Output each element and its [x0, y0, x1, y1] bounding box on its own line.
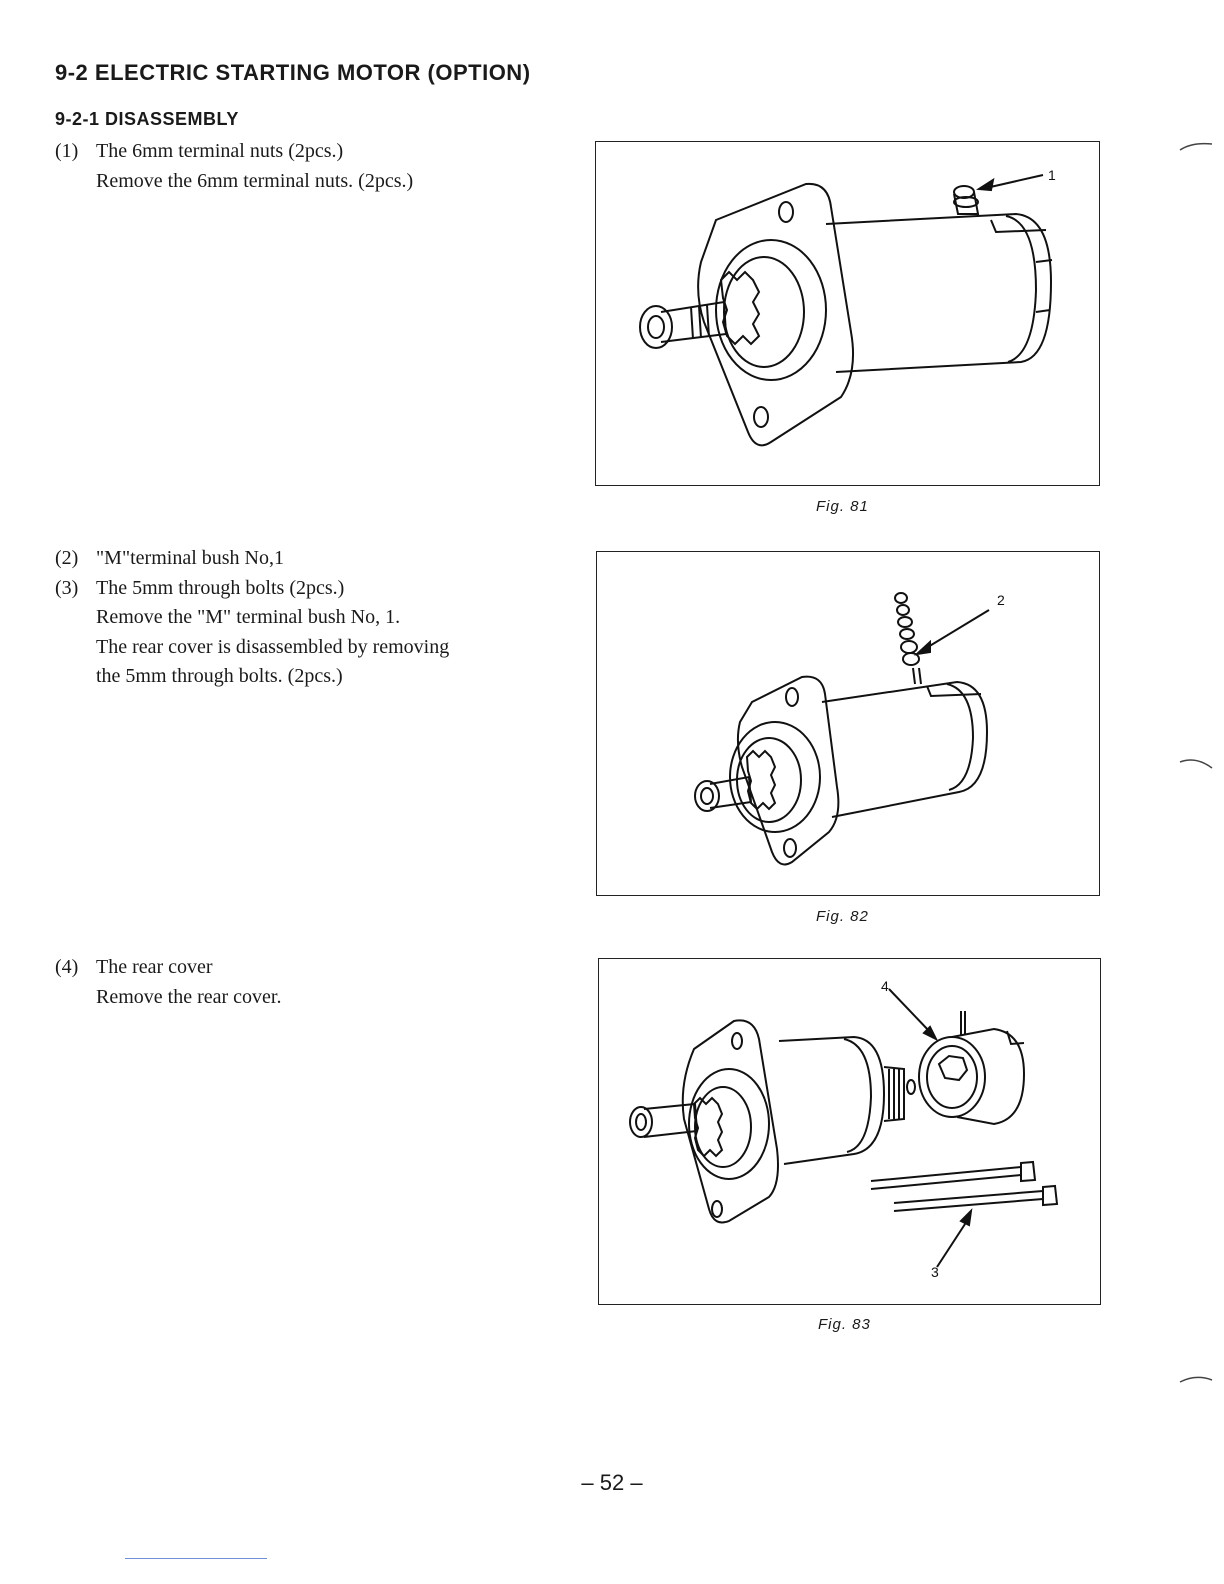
section-heading: 9-2 ELECTRIC STARTING MOTOR (OPTION)	[55, 60, 531, 85]
step-line-text: the 5mm through bolts. (2pcs.)	[96, 665, 343, 687]
margin-mark-icon	[1179, 1376, 1213, 1383]
figure-caption: Fig. 81	[816, 498, 869, 515]
figure-caption: Fig. 83	[818, 1316, 871, 1333]
step-number: (2)	[55, 547, 79, 569]
step-line: Remove the "M" terminal bush No, 1.	[55, 603, 449, 633]
figure-83: 4 3	[598, 958, 1101, 1305]
step-line: The rear cover is disassembled by removi…	[55, 633, 449, 663]
callout-label: 1	[1048, 167, 1056, 183]
starter-motor-illustration: 1	[639, 167, 1056, 447]
step-number: (3)	[55, 576, 79, 599]
footer-rule	[125, 1558, 267, 1559]
callout-label: 3	[931, 1264, 939, 1280]
step-number: (4)	[55, 956, 79, 978]
figure-82: 2	[596, 551, 1100, 896]
step-line-text: Remove the rear cover.	[96, 985, 282, 1008]
step-4-text: (4) The rear cover Remove the rear cover.	[55, 953, 281, 1012]
starter-motor-exploded-illustration: 4 3	[629, 978, 1059, 1280]
step-2-3-text: (2) "M"terminal bush No,1 (3) The 5mm thro…	[55, 544, 449, 692]
step-line: Remove the rear cover.	[55, 983, 281, 1013]
step-line-text: The 5mm through bolts (2pcs.)	[96, 576, 345, 599]
step-line-text: "M"terminal bush No,1	[96, 547, 284, 569]
figure-caption: Fig. 82	[816, 908, 869, 925]
margin-mark-icon	[1179, 142, 1213, 151]
subsection-heading: 9-2-1 DISASSEMBLY	[55, 109, 239, 129]
step-line-text: The rear cover	[96, 956, 213, 978]
step-line: (3) The 5mm through bolts (2pcs.)	[55, 574, 449, 604]
step-line: (4) The rear cover	[55, 953, 281, 983]
callout-label: 4	[881, 978, 889, 994]
step-line: Remove the 6mm terminal nuts. (2pcs.)	[55, 167, 413, 197]
step-line: the 5mm through bolts. (2pcs.)	[55, 662, 449, 692]
step-line-text: Remove the "M" terminal bush No, 1.	[96, 606, 401, 628]
step-number: (1)	[55, 140, 79, 162]
margin-mark-icon	[1179, 759, 1213, 769]
page-number: – 52 –	[581, 1470, 643, 1495]
step-1-text: (1) The 6mm terminal nuts (2pcs.) Remove …	[55, 137, 413, 196]
figure-81: 1	[595, 141, 1100, 486]
callout-label: 2	[997, 592, 1005, 608]
step-line: (2) "M"terminal bush No,1	[55, 544, 449, 574]
step-line-text: The 6mm terminal nuts (2pcs.)	[96, 140, 344, 162]
starter-motor-illustration: 2	[694, 592, 1005, 866]
step-line-text: Remove the 6mm terminal nuts. (2pcs.)	[96, 169, 414, 192]
step-line-text: The rear cover is disassembled by removi…	[96, 635, 450, 658]
step-line: (1) The 6mm terminal nuts (2pcs.)	[55, 137, 413, 167]
